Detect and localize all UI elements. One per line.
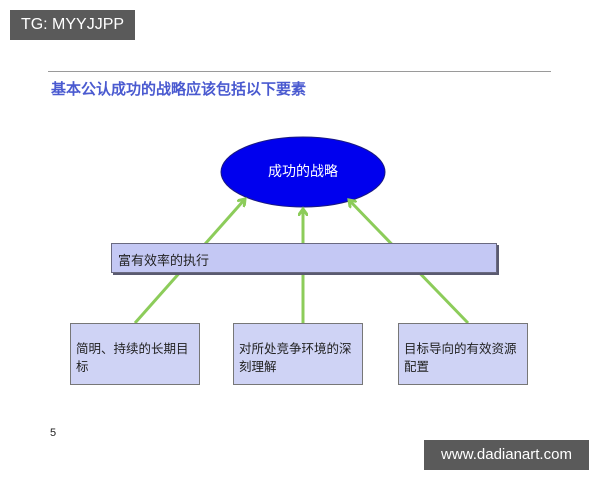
element-box-resource-allocation: 目标导向的有效资源配置 — [398, 323, 528, 385]
execution-bar: 富有效率的执行 — [111, 243, 497, 273]
tag-badge: TG: MYYJJPP — [10, 10, 135, 40]
goal-label: 成功的战略 — [268, 164, 338, 180]
slide-title: 基本公认成功的战略应该包括以下要素 — [51, 80, 307, 98]
element-box-long-term-goals: 简明、持续的长期目标 — [70, 323, 200, 385]
execution-label: 富有效率的执行 — [118, 254, 210, 269]
title-divider — [48, 71, 551, 72]
page-number: 5 — [50, 427, 57, 439]
element-box-competitive-understanding: 对所处竞争环境的深刻理解 — [233, 323, 363, 385]
watermark-badge: www.dadianart.com — [424, 440, 589, 470]
